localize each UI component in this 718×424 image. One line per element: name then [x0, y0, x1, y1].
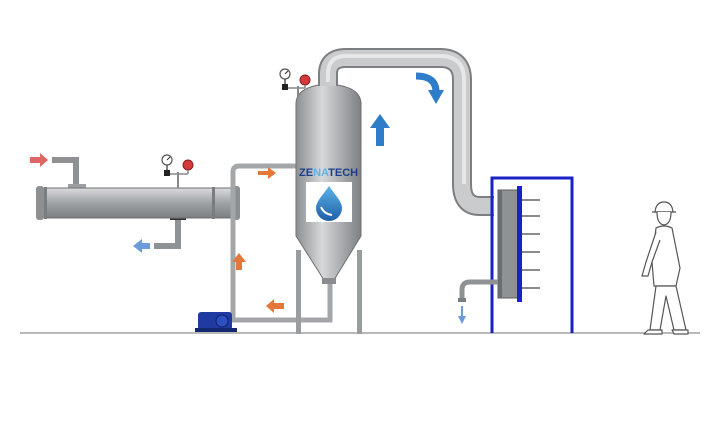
operator-legs — [649, 285, 687, 331]
vessel-leg-right — [357, 250, 362, 334]
operator-figure — [641, 201, 689, 335]
condensate-outlet-flange — [458, 298, 466, 302]
drop-highlight — [320, 206, 333, 216]
condenser-shell — [37, 187, 239, 219]
vapor-turn-arrow-shaft — [415, 72, 440, 93]
hot-inlet-arrow-icon — [30, 153, 48, 167]
flow-arrow-icon — [266, 299, 284, 313]
recirc-riser-pipe — [230, 163, 298, 318]
water-drop-logo-icon — [316, 186, 342, 221]
gauge-valve-icon — [164, 170, 170, 176]
safety-valve-icon — [299, 74, 311, 86]
flow-arrow-icon — [258, 167, 276, 179]
condenser-inlet-pipe — [52, 157, 79, 186]
flow-arrow-icon — [232, 253, 246, 270]
phe-frame — [490, 176, 574, 333]
circulation-pump — [195, 312, 237, 332]
plate-heat-exchanger — [458, 176, 574, 333]
safety-valve-icon — [182, 159, 194, 171]
pump-base — [195, 328, 237, 332]
company-logo-text: ZENATECH — [299, 167, 358, 179]
condenser-outlet-pipe — [154, 218, 181, 249]
vacuum-flash-vessel: ZENATECH — [279, 68, 362, 334]
condenser-inlet-flange — [68, 184, 86, 190]
condenser-flange-right — [212, 187, 215, 219]
operator-shoe-right — [671, 329, 689, 335]
phe-pressure-plate — [517, 186, 522, 302]
condenser-end-cap-left — [36, 186, 44, 220]
operator-head — [656, 211, 672, 226]
operator-shoe-left — [643, 329, 663, 335]
pressure-gauge-needle — [166, 156, 171, 161]
vapor-up-arrow-icon — [370, 114, 390, 146]
vapor-turn-arrow-icon — [428, 90, 444, 104]
pump-volute — [215, 314, 229, 328]
vapor-duct-highlight — [326, 54, 466, 184]
vessel-drain-pipe — [232, 282, 333, 323]
operator-arm — [641, 231, 661, 277]
gauge-valve-icon — [282, 84, 288, 90]
condenser-flange-left — [44, 187, 47, 219]
vessel-leg-left — [296, 250, 301, 334]
phe-fixed-plate — [498, 190, 502, 298]
shell-tube-condenser — [30, 153, 240, 253]
vapor-duct — [318, 48, 494, 216]
cold-outlet-arrow-icon — [133, 239, 150, 253]
condensate-down-arrow-icon — [458, 316, 466, 324]
pressure-gauge-needle — [284, 70, 289, 75]
hard-hat-icon — [654, 201, 674, 213]
condensate-outlet-pipe — [459, 279, 498, 300]
vessel-bottom-outlet — [322, 278, 336, 284]
recirculation-loop — [230, 163, 333, 323]
